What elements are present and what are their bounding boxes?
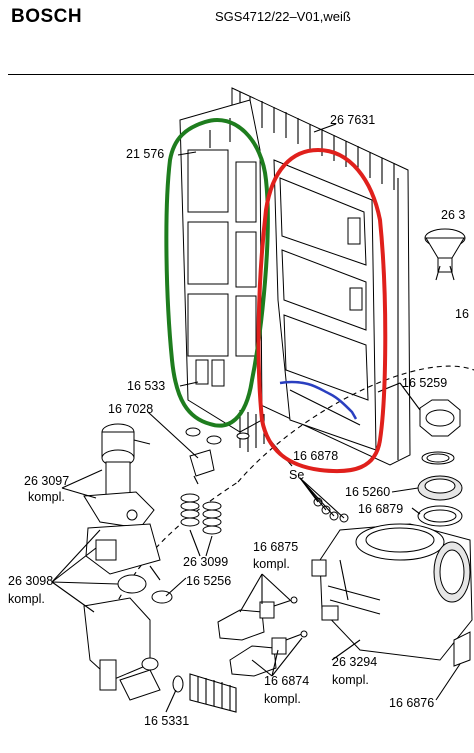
- label-16-7028: 16 7028: [108, 402, 153, 416]
- inlet-valve-part: [83, 597, 161, 701]
- label-16-533: 16 533: [127, 379, 165, 393]
- label-16-6875-kompl: kompl.: [253, 557, 290, 571]
- label-26-3294-kompl: kompl.: [332, 673, 369, 687]
- label-26-3097-kompl: kompl.: [28, 490, 65, 504]
- header-divider: [8, 74, 474, 75]
- funnel-part: [424, 228, 466, 281]
- label-26-7631: 26 7631: [330, 113, 375, 127]
- label-16-6878: 16 6878: [293, 449, 338, 463]
- bracket-part: [189, 449, 215, 485]
- label-26-3097: 26 3097: [24, 474, 69, 488]
- brand-title: BOSCH: [11, 6, 83, 27]
- inner-chamber-part: [273, 159, 377, 451]
- label-21-576: 21 576: [126, 147, 164, 161]
- channel-plate-part: [179, 99, 265, 452]
- flow-meter-part: [83, 423, 155, 529]
- label-16-6879: 16 6879: [358, 502, 403, 516]
- label-16-5331: 16 5331: [144, 714, 189, 728]
- hose-part: [172, 673, 237, 713]
- label-16-6876: 16 6876: [389, 696, 434, 710]
- green-highlight-outline: [164, 118, 270, 428]
- red-highlight-outline: [256, 147, 388, 474]
- label-16-5256: 16 5256: [186, 574, 231, 588]
- blue-hand-stroke: [279, 380, 358, 420]
- label-26-3099: 26 3099: [183, 555, 228, 569]
- label-16-6874-kompl: kompl.: [264, 692, 301, 706]
- model-number: SGS4712/22–V01,weiß: [215, 9, 351, 24]
- label-26-3294: 26 3294: [332, 655, 377, 669]
- inlet-manifold-part: [85, 523, 173, 604]
- label-16-5260: 16 5260: [345, 485, 390, 499]
- regeneration-unit-part: [311, 523, 473, 667]
- label-26-3098-kompl: kompl.: [8, 592, 45, 606]
- label-set: Se: [289, 468, 304, 482]
- label-16-6874: 16 6874: [264, 674, 309, 688]
- salt-cap-part: [417, 399, 463, 527]
- label-16-5259: 16 5259: [402, 376, 447, 390]
- label-26-3098: 26 3098: [8, 574, 53, 588]
- valve-6875-part: [217, 596, 298, 641]
- label-16-6875: 16 6875: [253, 540, 298, 554]
- spring-stack-part: [180, 493, 222, 535]
- label-26-3: 26 3: [441, 208, 465, 222]
- part-labels: 26 7631 21 576 26 3 16 16 533 16 5259 16…: [8, 113, 469, 728]
- label-16: 16: [455, 307, 469, 321]
